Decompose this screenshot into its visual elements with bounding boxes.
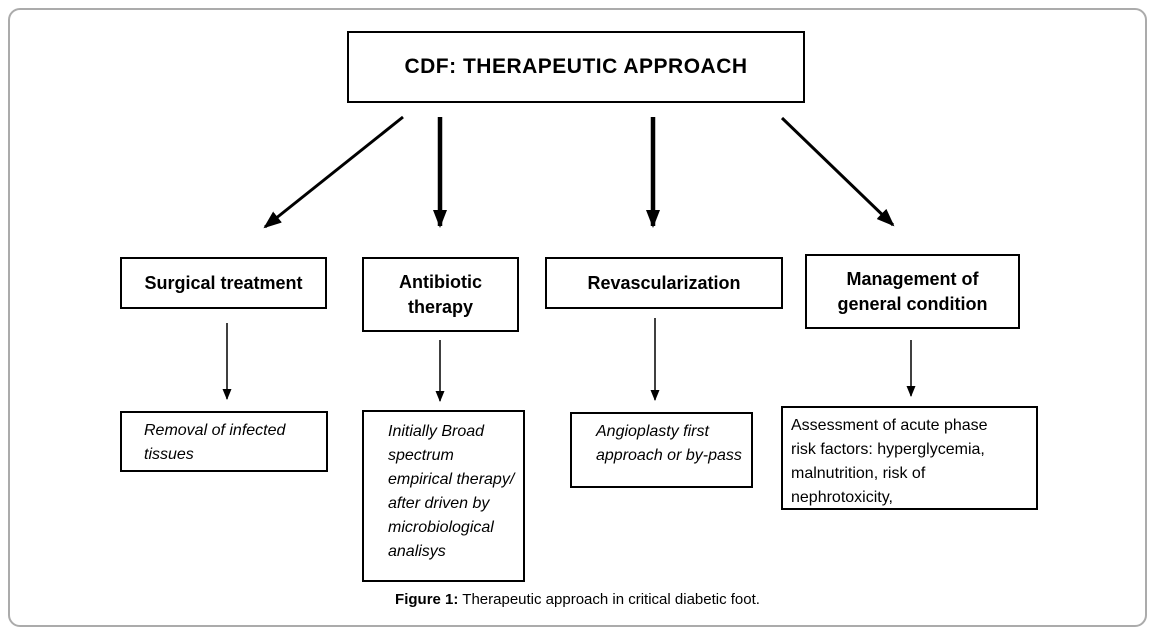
node-removal-infected-tissues-text: Removal of infected tissues xyxy=(144,422,286,463)
node-cdf-therapeutic-approach: CDF: THERAPEUTIC APPROACH xyxy=(347,31,805,103)
node-surgical-treatment-label: Surgical treatment xyxy=(144,272,303,293)
node-angioplasty-detail: Angioplasty first approach or by-pass xyxy=(570,412,753,488)
figure-caption-text: Therapeutic approach in critical diabeti… xyxy=(458,591,760,608)
node-revascularization: Revascularization xyxy=(545,257,783,309)
page-frame-border xyxy=(8,8,1147,627)
node-assessment-detail-text: Assessment of acute phase risk factors: … xyxy=(791,417,988,506)
node-surgical-treatment: Surgical treatment xyxy=(120,257,327,309)
node-antibiotic-detail-text: Initially Broad spectrum empirical thera… xyxy=(388,423,515,560)
node-assessment-detail: Assessment of acute phase risk factors: … xyxy=(781,406,1038,510)
node-management-general-condition-label: Management of general condition xyxy=(837,269,988,314)
node-antibiotic-therapy: Antibiotic therapy xyxy=(362,257,519,332)
node-removal-infected-tissues: Removal of infected tissues xyxy=(120,411,328,472)
node-antibiotic-detail: Initially Broad spectrum empirical thera… xyxy=(362,410,525,582)
figure-caption: Figure 1: Therapeutic approach in critic… xyxy=(0,591,1155,608)
node-antibiotic-therapy-label: Antibiotic therapy xyxy=(399,272,482,317)
node-cdf-label: CDF: THERAPEUTIC APPROACH xyxy=(404,54,748,78)
node-revascularization-label: Revascularization xyxy=(587,272,741,293)
figure-caption-label: Figure 1: xyxy=(395,591,459,608)
node-management-general-condition: Management of general condition xyxy=(805,254,1020,329)
node-angioplasty-detail-text: Angioplasty first approach or by-pass xyxy=(596,423,742,464)
